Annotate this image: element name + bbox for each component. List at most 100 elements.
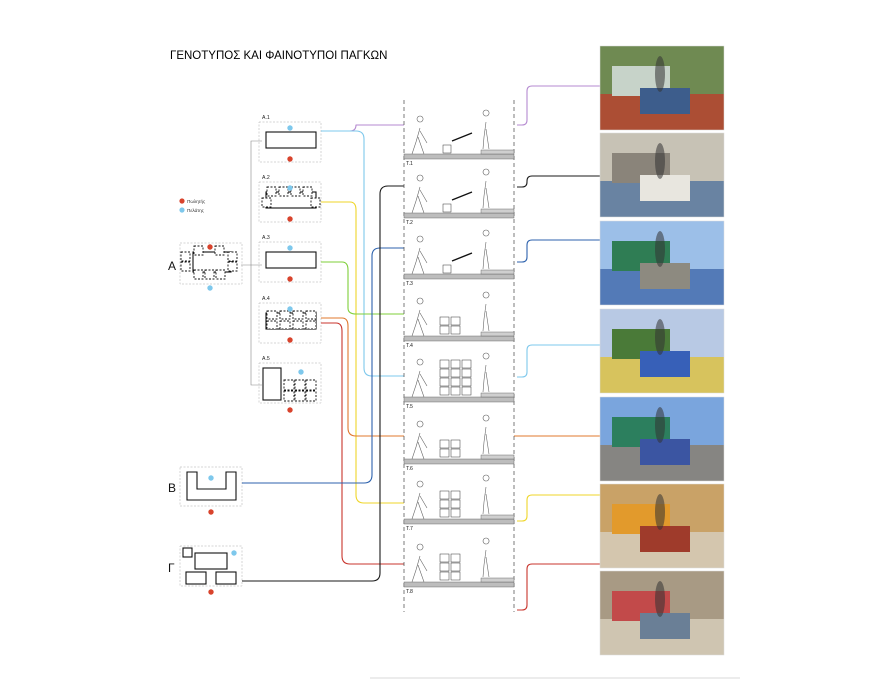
- customer-figure: [411, 480, 428, 520]
- section-label: T.4: [406, 343, 413, 349]
- market-stall-photo-4: [599, 308, 725, 394]
- subtype-boxes: A.1A.2A.3A.4A.5: [258, 115, 322, 413]
- seller-figure: [482, 109, 490, 150]
- section-t-6: T.6: [403, 414, 515, 472]
- crate-outline: [283, 390, 295, 402]
- crate-outline: [302, 186, 313, 197]
- subtype-label: A.5: [262, 356, 270, 362]
- genotype-label: Α: [168, 259, 176, 273]
- photo-column: [599, 45, 725, 656]
- seller-dot: [287, 156, 293, 162]
- ground-slab: [403, 458, 515, 465]
- crate-outline: [439, 490, 450, 500]
- sidewalk-step: [480, 514, 515, 520]
- crate-outline: [261, 197, 272, 208]
- ground-slab: [403, 335, 515, 342]
- market-stall-photo-7: [599, 570, 725, 656]
- subtype-a-4: A.4: [258, 296, 322, 344]
- subtype-label: A.1: [262, 115, 270, 121]
- crate-outline: [439, 571, 450, 581]
- genotype-frame: [179, 466, 243, 507]
- genotype-g: Γ: [168, 545, 243, 595]
- photo-link-2: [517, 175, 600, 188]
- crate-outline: [310, 197, 321, 208]
- crate-outline: [461, 386, 472, 396]
- crate-outline: [461, 368, 472, 378]
- table-outline: [265, 251, 317, 269]
- crate-outline: [227, 251, 238, 262]
- crate-outline: [439, 386, 450, 396]
- market-stall-photo-3: [599, 220, 725, 306]
- photo-person: [655, 143, 665, 179]
- legend-customer-dot: [179, 207, 185, 213]
- crate-outline: [266, 310, 278, 320]
- photo-person: [655, 407, 665, 443]
- seller-figure: [482, 537, 490, 578]
- table-outline: [194, 552, 228, 570]
- crate-outline: [290, 186, 301, 197]
- seller-figure: [482, 229, 490, 270]
- section-label: T.8: [406, 589, 413, 595]
- crate-outline: [442, 144, 452, 154]
- crate-outline: [180, 261, 191, 272]
- section-t-7: T.7: [403, 474, 515, 532]
- awning-line: [451, 191, 473, 201]
- photo-crates: [640, 175, 690, 201]
- photo-frame: [599, 396, 725, 482]
- customer-figure: [411, 297, 428, 337]
- crate-outline: [450, 571, 461, 581]
- photo-person: [655, 494, 665, 530]
- subtype-a-5: A.5: [258, 356, 322, 413]
- seller-dot: [287, 407, 293, 413]
- seller-figure: [482, 474, 490, 515]
- customer-dot: [208, 475, 214, 481]
- photo-person: [655, 56, 665, 92]
- section-label: T.3: [406, 281, 413, 287]
- legend: Πωλητής Πελάτης: [179, 198, 206, 213]
- crate-outline: [439, 439, 450, 449]
- seller-dot: [287, 337, 293, 343]
- crate-outline: [450, 325, 461, 335]
- genotype-a: Α: [168, 242, 243, 291]
- crate-outline: [439, 316, 450, 326]
- seller-figure: [482, 168, 490, 209]
- crate-outline: [439, 325, 450, 335]
- crate-outline: [439, 377, 450, 387]
- ground-slab: [403, 396, 515, 403]
- section-t-3: T.3: [403, 229, 515, 287]
- seller-dot: [207, 244, 213, 250]
- customer-dot: [298, 369, 304, 375]
- crate-outline: [450, 359, 461, 369]
- crate-outline: [283, 379, 295, 391]
- table-outline: [265, 131, 317, 149]
- table-outline: [215, 571, 237, 585]
- seller-dot: [287, 216, 293, 222]
- customer-dot: [287, 245, 293, 251]
- crate-outline: [439, 359, 450, 369]
- section-t-8: T.8: [403, 537, 515, 595]
- link-a1-t1: [321, 124, 404, 132]
- crate-outline: [266, 186, 277, 197]
- crate-outline: [450, 386, 461, 396]
- photo-frame: [599, 45, 725, 131]
- customer-dot: [207, 285, 213, 291]
- sidewalk-step: [480, 577, 515, 583]
- link-a1-t5: [321, 130, 404, 377]
- customer-figure: [411, 235, 428, 275]
- sidewalk-step: [480, 392, 515, 398]
- customer-figure: [411, 174, 428, 214]
- crate-outline: [442, 264, 452, 274]
- subtype-a-1: A.1: [258, 115, 322, 163]
- crate-outline: [305, 379, 317, 391]
- customer-figure: [411, 420, 428, 460]
- photo-person: [655, 319, 665, 355]
- subtype-bracket: [241, 140, 262, 386]
- sidewalk-step: [480, 208, 515, 214]
- sidewalk-step: [480, 149, 515, 155]
- section-label: T.1: [406, 161, 413, 167]
- awning-line: [451, 132, 473, 142]
- seller-figure: [482, 352, 490, 393]
- crate-outline: [180, 251, 191, 262]
- photo-crates: [640, 526, 690, 552]
